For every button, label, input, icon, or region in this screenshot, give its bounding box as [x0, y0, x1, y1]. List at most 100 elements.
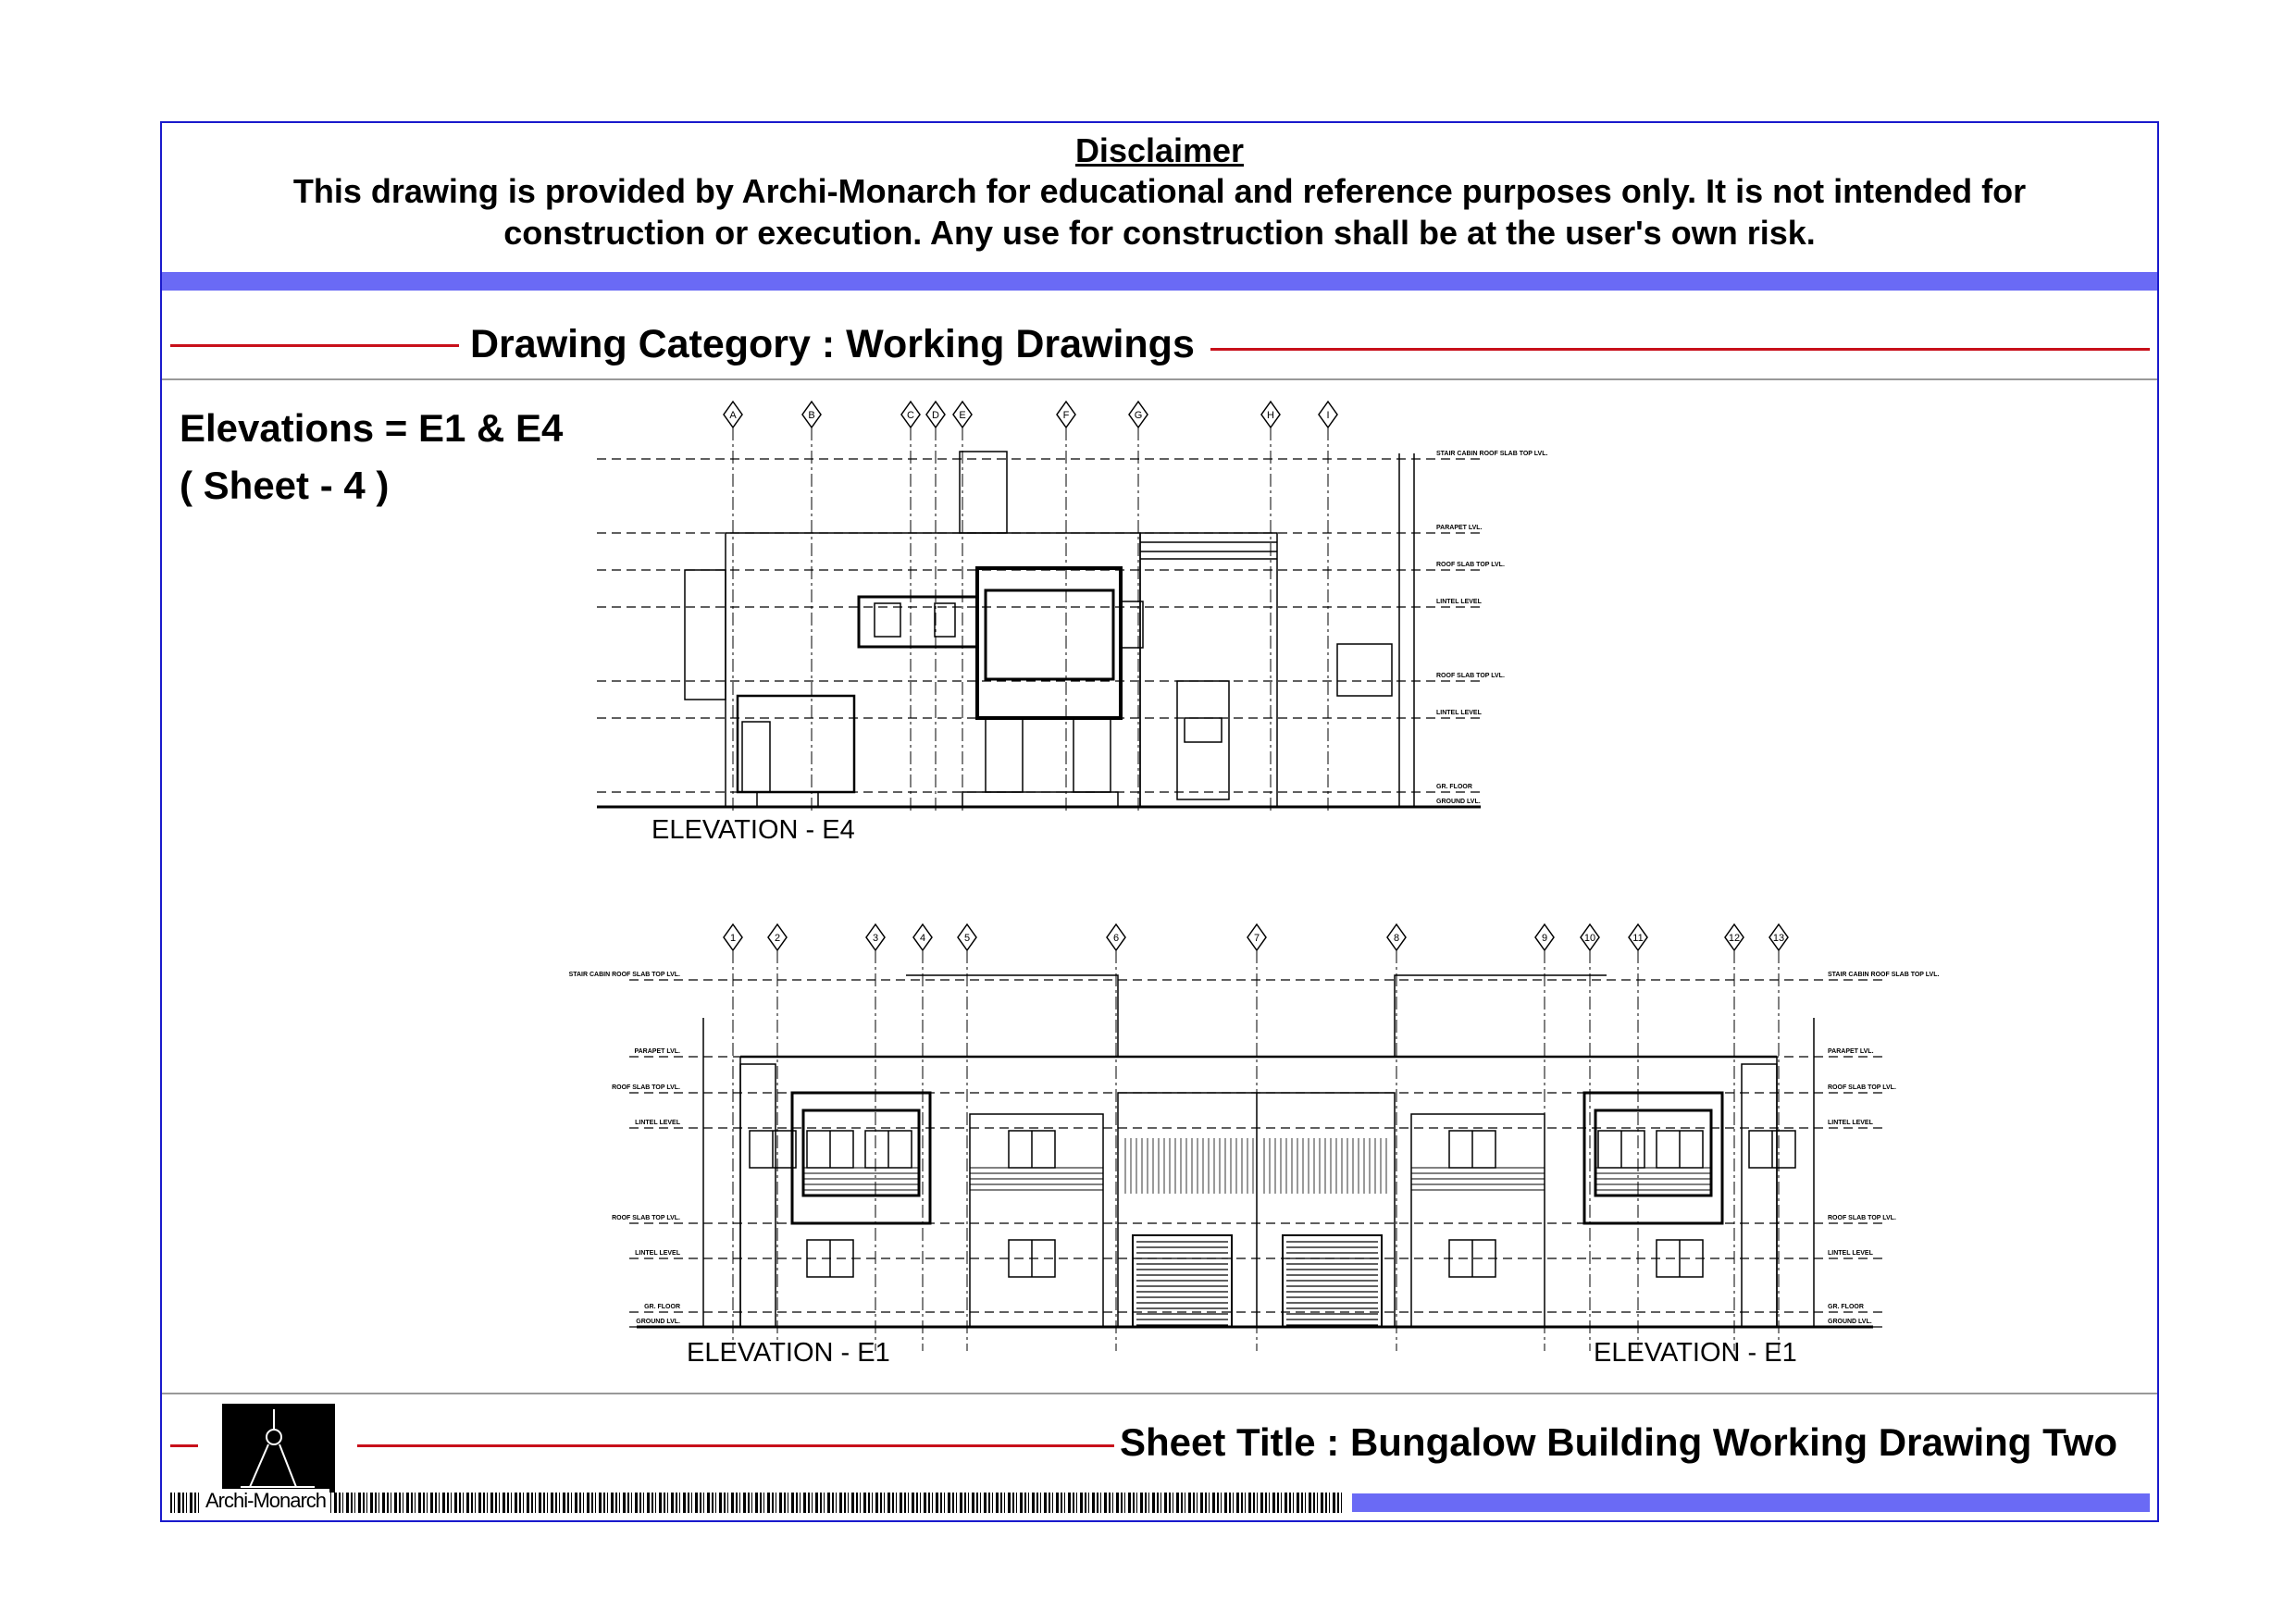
elevations-heading: Elevations = E1 & E4 ( Sheet - 4 ) — [180, 400, 563, 514]
grid-bubble — [1106, 923, 1126, 952]
grid-bubble — [1128, 400, 1148, 429]
left-door-block — [736, 694, 856, 794]
bay-window — [984, 588, 1115, 681]
right-balcony-box — [1582, 1091, 1724, 1225]
level-label-left: GROUND LVL. — [636, 1319, 680, 1325]
footer-band — [1352, 1493, 2150, 1512]
right-bay — [1410, 1113, 1545, 1328]
sheet-title: Sheet Title : Bungalow Building Working … — [1120, 1420, 2117, 1464]
grid-label: 8 — [1394, 933, 1399, 944]
grid-label: 4 — [920, 933, 925, 944]
grid-bubble — [1056, 400, 1076, 429]
level-label: LINTEL LEVEL — [1436, 710, 1483, 716]
level-label: LINTEL LEVEL — [1436, 599, 1483, 605]
grid-bubble — [767, 923, 788, 952]
divider — [162, 378, 2157, 380]
header-band — [162, 272, 2157, 291]
left-window-box — [857, 595, 979, 649]
grid-bubble — [900, 400, 921, 429]
grid-label: B — [808, 410, 814, 421]
left-balcony-box — [790, 1091, 932, 1225]
grid-label: A — [729, 410, 737, 421]
level-label: ROOF SLAB TOP LVL. — [1828, 1084, 1896, 1091]
grid-label: F — [1063, 410, 1070, 421]
grid-label: 5 — [964, 933, 970, 944]
grid-label: 9 — [1542, 933, 1547, 944]
grid-label: D — [932, 410, 939, 421]
grid-bubble — [1769, 923, 1789, 952]
footer-divider — [162, 1393, 2157, 1394]
grid-bubble — [1580, 923, 1600, 952]
level-label-left: ROOF SLAB TOP LVL. — [612, 1215, 680, 1221]
grid-bubble — [865, 923, 886, 952]
right-wing — [1139, 532, 1278, 808]
e1-title-right: ELEVATION - E1 — [1594, 1338, 1797, 1368]
level-label: LINTEL LEVEL — [1828, 1120, 1874, 1126]
grid-bubble — [1247, 923, 1267, 952]
level-label: GR. FLOOR — [1828, 1304, 1864, 1310]
level-label: ROOF SLAB TOP LVL. — [1436, 673, 1505, 679]
grid-bubble — [1724, 923, 1744, 952]
grid-label: 11 — [1632, 933, 1643, 944]
grid-bubble — [801, 400, 822, 429]
sheet-frame — [160, 121, 2159, 1522]
category-rule-left — [170, 344, 459, 347]
level-label: GROUND LVL. — [1436, 799, 1481, 805]
level-label-left: ROOF SLAB TOP LVL. — [612, 1084, 680, 1091]
level-label-left: GR. FLOOR — [644, 1304, 680, 1310]
level-label: PARAPET LVL. — [1828, 1048, 1874, 1055]
grid-bubble — [723, 923, 743, 952]
e1-title-left: ELEVATION - E1 — [687, 1338, 890, 1368]
grid-label: 7 — [1254, 933, 1260, 944]
level-label: STAIR CABIN ROOF SLAB TOP LVL. — [1436, 451, 1547, 457]
grid-bubble — [1628, 923, 1648, 952]
footer-rule-left — [170, 1444, 198, 1447]
level-label: PARAPET LVL. — [1436, 525, 1483, 531]
e4-title: ELEVATION - E4 — [652, 815, 855, 845]
grid-label: 1 — [730, 933, 736, 944]
grid-bubble — [952, 400, 973, 429]
sheet-number: ( Sheet - 4 ) — [180, 464, 390, 507]
grid-label: 12 — [1729, 933, 1740, 944]
right-door — [1176, 680, 1230, 800]
archi-monarch-logo — [222, 1404, 335, 1493]
level-label-left: LINTEL LEVEL — [635, 1250, 681, 1257]
level-label: ROOF SLAB TOP LVL. — [1436, 562, 1505, 568]
grid-bubble — [1318, 400, 1338, 429]
grid-label: G — [1135, 410, 1143, 421]
footer-rule-mid — [357, 1444, 1114, 1447]
level-label-left: PARAPET LVL. — [634, 1048, 680, 1055]
grid-bubble — [1386, 923, 1407, 952]
shutter-left — [1132, 1234, 1233, 1328]
shutter-right — [1282, 1234, 1383, 1328]
grid-label: 10 — [1584, 933, 1595, 944]
level-label: STAIR CABIN ROOF SLAB TOP LVL. — [1828, 972, 1939, 978]
grid-bubble — [925, 400, 946, 429]
level-label: LINTEL LEVEL — [1828, 1250, 1874, 1257]
category-rule-right — [1210, 348, 2150, 351]
grid-bubble — [1534, 923, 1555, 952]
compass-icon — [241, 1409, 315, 1488]
grid-bubble — [912, 923, 933, 952]
brand-name: Archi-Monarch — [202, 1489, 330, 1513]
stair-cabin — [959, 451, 1008, 534]
disclaimer-text: This drawing is provided by Archi-Monarc… — [292, 172, 2027, 252]
disclaimer-title: Disclaimer — [1074, 131, 1245, 169]
grid-label: E — [959, 410, 965, 421]
drawing-category: Drawing Category : Working Drawings — [470, 322, 1195, 366]
building-outline — [725, 532, 1141, 808]
grid-label: 13 — [1773, 933, 1784, 944]
grid-bubble — [1260, 400, 1281, 429]
grid-label: I — [1326, 410, 1329, 421]
elevations-label: Elevations = E1 & E4 — [180, 406, 564, 450]
level-label: ROOF SLAB TOP LVL. — [1828, 1215, 1896, 1221]
grid-bubble — [723, 400, 743, 429]
barcode-strip — [170, 1493, 1345, 1513]
left-bay — [969, 1113, 1104, 1328]
grid-label: 2 — [775, 933, 780, 944]
grid-label: 3 — [873, 933, 878, 944]
level-label-left: STAIR CABIN ROOF SLAB TOP LVL. — [569, 972, 680, 978]
